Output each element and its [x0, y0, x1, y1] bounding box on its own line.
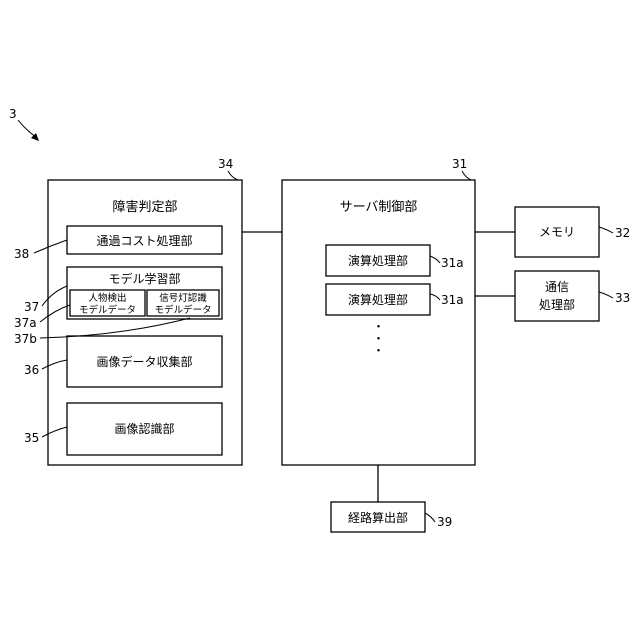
person-ref-label: 37a [14, 316, 37, 330]
comm-label-line1: 通信 [545, 280, 569, 294]
route-calc-label: 経路算出部 [348, 510, 408, 525]
server-control-unit: サーバ制御部 演算処理部 演算処理部 ・・・ [282, 180, 475, 465]
passage-cost-label: 通過コスト処理部 [96, 233, 192, 248]
person-model-line2: モデルデータ [79, 304, 136, 316]
calc2-ref-label: 31a [441, 293, 464, 307]
calc1-ref-label: 31a [441, 256, 464, 270]
calc-unit-2-label: 演算処理部 [348, 292, 408, 307]
collect-ref-label: 36 [24, 363, 39, 377]
calc-unit-1-label: 演算処理部 [348, 253, 408, 268]
obstacle-judgment-unit: 障害判定部 通過コスト処理部 モデル学習部 人物検出 モデルデータ 信号灯認識 … [48, 180, 242, 465]
comm-label-line2: 処理部 [539, 297, 575, 312]
calc-unit-ellipsis: ・・・ [371, 320, 385, 356]
learning-ref-label: 37 [24, 300, 39, 314]
model-learning-label: モデル学習部 [108, 271, 180, 286]
server-control-title: サーバ制御部 [340, 200, 418, 215]
signal-ref-label: 37b [14, 332, 37, 346]
image-recognition-label: 画像認識部 [114, 421, 174, 436]
figure-ref-label: 3 [9, 107, 17, 121]
comm-ref-label: 33 [615, 291, 630, 305]
signal-model-line1: 信号灯認識 [159, 292, 207, 304]
passage-ref-label: 38 [14, 247, 29, 261]
person-model-line1: 人物検出 [88, 292, 126, 304]
obstacle-ref-label: 34 [218, 157, 233, 171]
image-collection-label: 画像データ収集部 [96, 354, 192, 369]
route-ref-leader [425, 513, 435, 522]
server-ref-label: 31 [452, 157, 467, 171]
signal-model-line2: モデルデータ [154, 304, 211, 316]
comm-box [515, 271, 599, 321]
obstacle-judgment-title: 障害判定部 [112, 199, 177, 215]
memory-label: メモリ [539, 225, 575, 239]
route-ref-label: 39 [437, 515, 452, 529]
comm-ref-leader [599, 292, 613, 298]
obstacle-ref-leader [228, 171, 238, 180]
memory-ref-leader [599, 227, 613, 233]
server-ref-leader [462, 171, 471, 180]
recog-ref-label: 35 [24, 431, 39, 445]
memory-ref-label: 32 [615, 226, 630, 240]
